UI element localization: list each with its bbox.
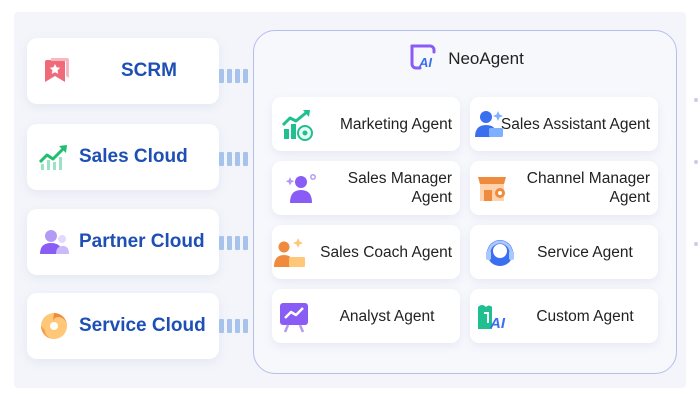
product-label-scrm: SCRM — [121, 60, 177, 81]
neoagent-panel: AI NeoAgent Marketing Agent — [253, 30, 677, 374]
panel-header: AI NeoAgent — [254, 31, 676, 87]
agent-label-analyst: Analyst Agent — [339, 307, 435, 325]
agent-card-sales-coach[interactable]: Sales Coach Agent — [272, 225, 460, 279]
partner-person-icon — [37, 225, 71, 259]
agent-card-marketing[interactable]: Marketing Agent — [272, 97, 460, 151]
connector-sales-cloud — [219, 152, 255, 166]
connector-service-cloud — [219, 319, 255, 333]
edge-dot — [694, 98, 698, 102]
product-card-sales-cloud[interactable]: Sales Cloud — [27, 124, 219, 190]
product-label-service-cloud: Service Cloud — [79, 315, 206, 336]
agent-label-custom: Custom Agent — [536, 307, 634, 325]
neoagent-logo-text: AI — [418, 55, 432, 70]
star-bookmark-icon — [39, 54, 73, 88]
connector-scrm — [219, 69, 255, 83]
analyst-board-icon — [276, 299, 312, 335]
sales-manager-icon — [284, 171, 320, 207]
agent-label-marketing: Marketing Agent — [339, 115, 452, 133]
panel-title: NeoAgent — [448, 49, 524, 68]
agent-card-service[interactable]: Service Agent — [470, 225, 658, 279]
sales-assistant-icon — [472, 107, 508, 143]
marketing-chart-icon — [280, 107, 316, 143]
product-card-service-cloud[interactable]: Service Cloud — [27, 293, 219, 359]
agent-label-sales-coach: Sales Coach Agent — [320, 243, 452, 261]
product-card-partner-cloud[interactable]: Partner Cloud — [27, 209, 219, 275]
agent-card-analyst[interactable]: Analyst Agent — [272, 289, 460, 343]
product-label-partner-cloud: Partner Cloud — [79, 231, 205, 252]
edge-dot — [694, 160, 698, 164]
custom-ai-icon: AI — [474, 299, 510, 335]
sales-coach-icon — [272, 235, 308, 271]
headset-icon — [482, 235, 518, 271]
agent-label-service: Service Agent — [537, 243, 633, 261]
agent-card-sales-assistant[interactable]: Sales Assistant Agent — [470, 97, 658, 151]
custom-agent-logo-text: AI — [489, 315, 506, 332]
storefront-icon — [474, 171, 510, 207]
agent-card-custom[interactable]: AI Custom Agent — [470, 289, 658, 343]
connector-partner-cloud — [219, 236, 255, 250]
trend-arrow-icon — [37, 140, 71, 174]
agent-label-sales-assistant: Sales Assistant Agent — [500, 115, 650, 133]
product-card-scrm[interactable]: SCRM — [27, 38, 219, 104]
service-swirl-icon — [37, 309, 71, 343]
neoagent-logo-icon: AI — [406, 42, 440, 77]
edge-dot — [694, 242, 698, 246]
product-label-sales-cloud: Sales Cloud — [79, 146, 188, 167]
